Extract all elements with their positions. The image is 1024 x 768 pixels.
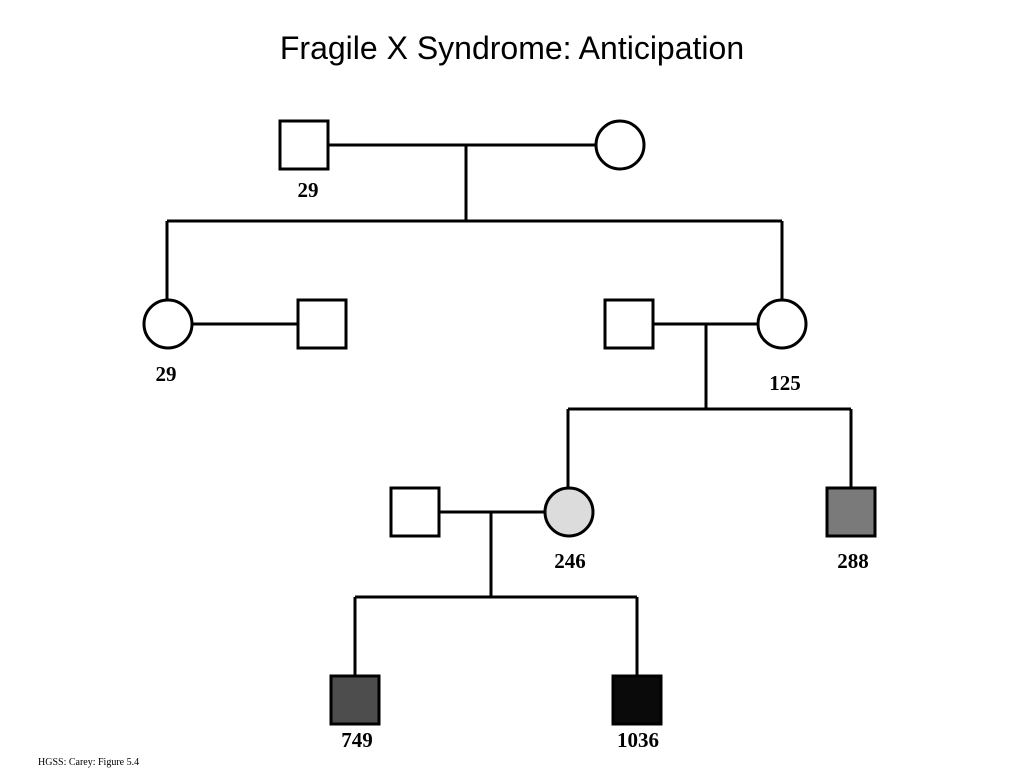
g2-daughter-symbol — [142, 298, 194, 350]
g3-son-symbol — [825, 486, 877, 538]
g3-daughter-label: 246 — [554, 549, 586, 573]
g1-female-symbol — [594, 119, 646, 171]
g3-spouse-symbol — [389, 486, 441, 538]
g2-daughter2-symbol — [756, 298, 808, 350]
g1-male-label: 29 — [298, 178, 319, 202]
g2-son-in-law-symbol — [603, 298, 655, 350]
g4-son1-label: 749 — [341, 728, 373, 752]
g2-daughter-spouse-symbol — [296, 298, 348, 350]
g4-son2-symbol — [611, 674, 663, 726]
g4-son2-label: 1036 — [617, 728, 659, 752]
g2-daughter-label: 29 — [156, 362, 177, 386]
page-title: Fragile X Syndrome: Anticipation — [279, 30, 745, 66]
g2-daughter2-label: 125 — [769, 371, 801, 395]
pedigree-symbols — [142, 119, 877, 726]
g1-male-symbol — [278, 119, 330, 171]
pedigree-lines — [165, 143, 853, 676]
repeat-count-labels: 29 29 125 246 288 749 1036 — [156, 178, 869, 752]
g3-son-label: 288 — [837, 549, 869, 573]
g4-son1-symbol — [329, 674, 381, 726]
g3-daughter-symbol — [543, 486, 595, 538]
figure-citation: HGSS: Carey: Figure 5.4 — [38, 757, 140, 768]
